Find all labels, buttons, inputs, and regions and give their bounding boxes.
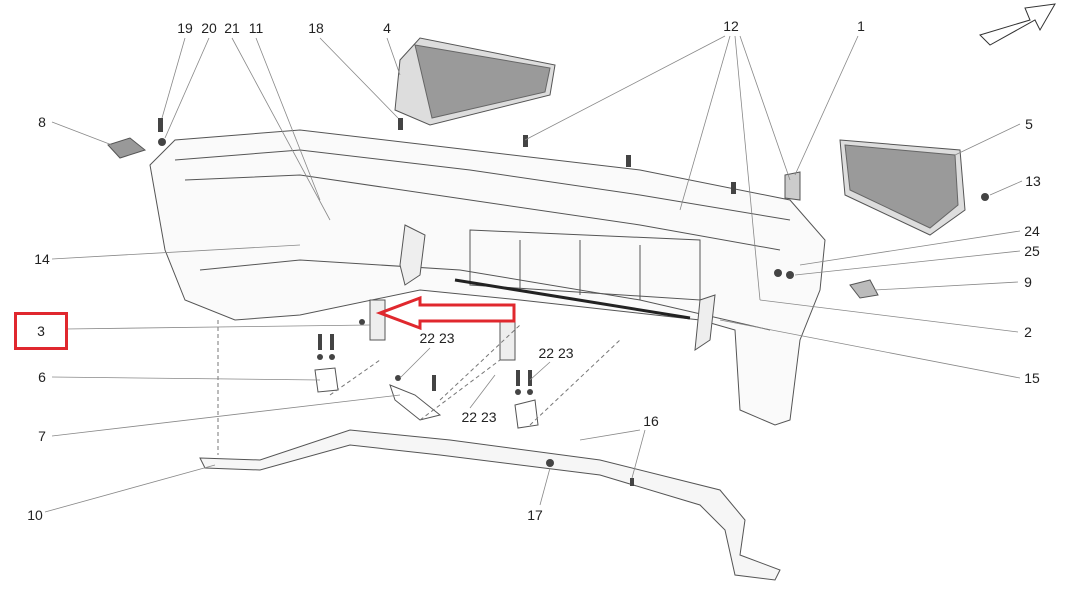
callout-6: 6	[38, 369, 46, 385]
callout-16: 16	[643, 413, 659, 429]
direction-arrow-icon	[979, 3, 1056, 46]
callout-20: 20	[201, 20, 217, 36]
callout-18: 18	[308, 20, 324, 36]
callout-3-highlighted[interactable]: 3	[14, 312, 68, 350]
callout-22-23-a: 22 23	[419, 330, 455, 346]
callout-9: 9	[1024, 274, 1032, 290]
callout-8: 8	[38, 114, 46, 130]
callout-7: 7	[38, 428, 46, 444]
callout-4: 4	[383, 20, 391, 36]
callout-21: 21	[224, 20, 240, 36]
callout-13: 13	[1025, 173, 1041, 189]
callout-5: 5	[1025, 116, 1033, 132]
callout-22-23-c: 22 23	[461, 409, 497, 425]
lower-strip	[199, 429, 781, 581]
callout-15: 15	[1024, 370, 1040, 386]
callout-12: 12	[723, 18, 739, 34]
callout-1: 1	[857, 18, 865, 34]
callout-14: 14	[34, 251, 50, 267]
bumper-body	[149, 129, 826, 426]
callout-10: 10	[27, 507, 43, 523]
highlight-arrow-icon	[375, 295, 516, 331]
callout-22-23-b: 22 23	[538, 345, 574, 361]
callout-17: 17	[527, 507, 543, 523]
callout-24: 24	[1024, 223, 1040, 239]
callout-25: 25	[1024, 243, 1040, 259]
callout-11: 11	[248, 20, 264, 36]
callout-19: 19	[177, 20, 193, 36]
callout-2: 2	[1024, 324, 1032, 340]
